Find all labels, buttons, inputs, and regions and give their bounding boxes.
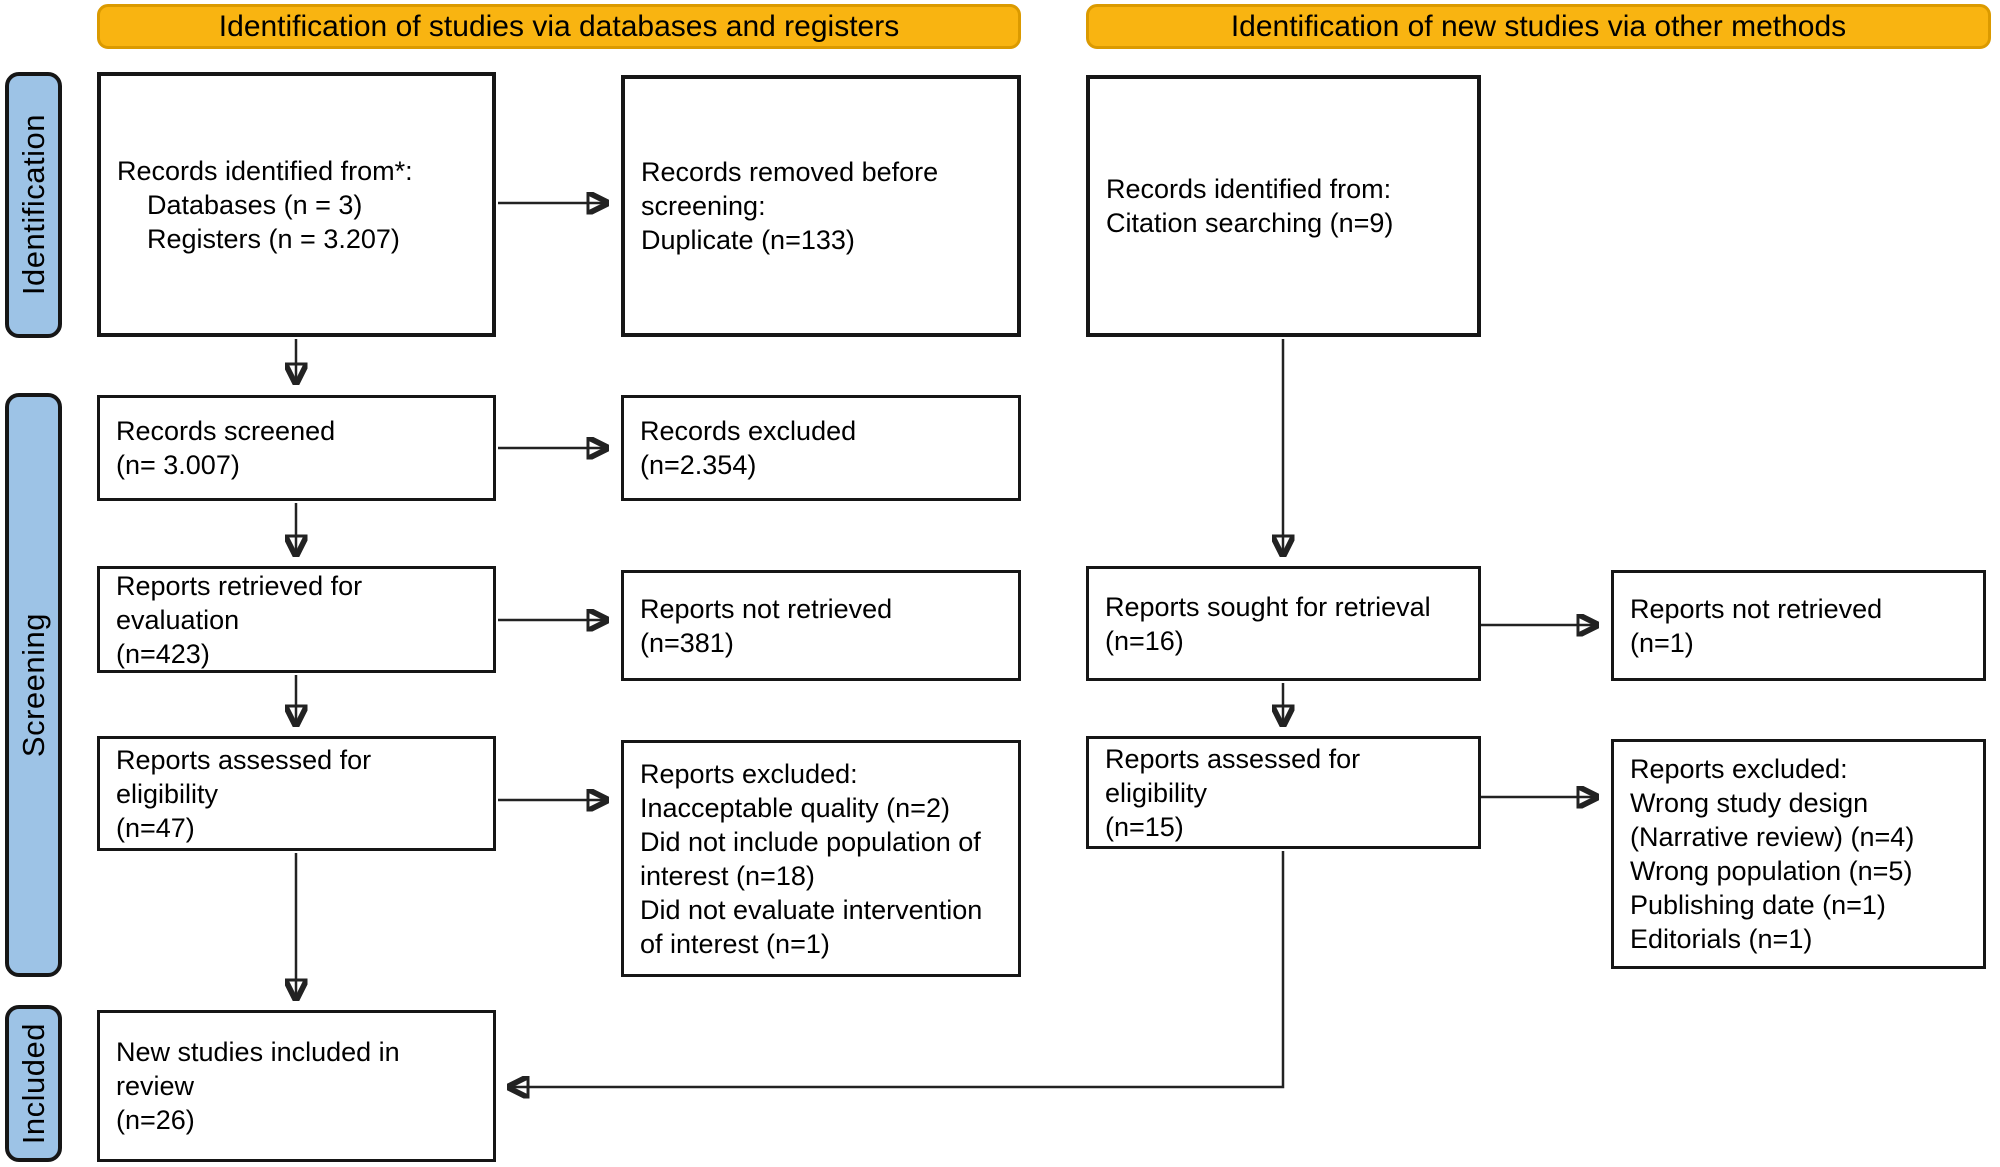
box-line: review [116, 1071, 195, 1101]
stage-included: Included [5, 1005, 62, 1162]
stage-screening-label: Screening [15, 612, 51, 758]
box-line: Wrong population (n=5) [1630, 856, 1913, 886]
box-line: Reports not retrieved [640, 593, 893, 624]
box-line: (n=1) [1630, 627, 1694, 658]
box-line: Reports assessed for [116, 744, 372, 775]
box-records-identified-databases: Records identified from*: Databases (n =… [97, 72, 496, 337]
box-line: eligibility [116, 778, 219, 809]
box-line: interest (n=18) [640, 860, 815, 891]
box-new-studies-included: New studies included in review (n=26) [97, 1010, 496, 1162]
box-line: Reports excluded: [1630, 754, 1848, 784]
box-line: eligibility [1105, 777, 1208, 808]
box-line: Reports sought for retrieval [1105, 591, 1431, 622]
box-reports-assessed-databases: Reports assessed for eligibility (n=47) [97, 736, 496, 851]
box-line: Citation searching (n=9) [1106, 208, 1394, 238]
box-line: Records excluded [640, 416, 857, 446]
box-reports-not-retrieved-other: Reports not retrieved (n=1) [1611, 570, 1986, 681]
box-line: Records screened [116, 416, 336, 446]
box-line: screening: [641, 191, 766, 221]
box-line: Records removed before [641, 157, 939, 187]
box-line: (n=2.354) [640, 450, 757, 480]
box-line: (n=26) [116, 1105, 195, 1135]
box-line: (n=15) [1105, 811, 1184, 842]
box-line: Editorials (n=1) [1630, 924, 1813, 954]
box-records-removed: Records removed before screening: Duplic… [621, 75, 1021, 337]
box-line: Reports excluded: [640, 758, 858, 789]
stage-screening: Screening [5, 393, 62, 977]
box-line: Reports not retrieved [1630, 593, 1883, 624]
banner-databases-registers-label: Identification of studies via databases … [218, 10, 900, 43]
box-records-screened: Records screened (n= 3.007) [97, 395, 496, 501]
box-line: (n=381) [640, 627, 734, 658]
banner-other-methods-label: Identification of new studies via other … [1230, 10, 1847, 43]
box-line: (n=423) [116, 638, 210, 669]
stage-identification: Identification [5, 72, 62, 338]
box-line: evaluation [116, 604, 240, 635]
box-line: Databases (n = 3) [147, 189, 363, 220]
banner-other-methods: Identification of new studies via other … [1086, 4, 1991, 49]
banner-databases-registers: Identification of studies via databases … [97, 4, 1021, 49]
arrow-assessed-other-to-included [510, 851, 1285, 1087]
box-line: (Narrative review) (n=4) [1630, 822, 1915, 852]
box-reports-not-retrieved-databases: Reports not retrieved (n=381) [621, 570, 1021, 681]
box-line: Duplicate (n=133) [641, 225, 855, 255]
box-line: Did not evaluate intervention [640, 894, 983, 925]
box-line: (n=16) [1105, 625, 1184, 656]
stage-identification-label: Identification [15, 114, 51, 296]
box-line: Reports assessed for [1105, 743, 1361, 774]
box-line: Records identified from: [1106, 174, 1392, 204]
box-line: Did not include population of [640, 826, 981, 857]
box-line: Reports retrieved for [116, 570, 363, 601]
box-line: (n= 3.007) [116, 450, 240, 480]
stage-included-label: Included [15, 1022, 51, 1145]
box-reports-retrieved: Reports retrieved for evaluation (n=423) [97, 566, 496, 673]
box-line: Registers (n = 3.207) [147, 223, 400, 254]
box-reports-assessed-other: Reports assessed for eligibility (n=15) [1086, 736, 1481, 849]
box-reports-sought: Reports sought for retrieval (n=16) [1086, 566, 1481, 681]
box-records-excluded: Records excluded (n=2.354) [621, 395, 1021, 501]
box-line: Records identified from*: [117, 155, 413, 186]
box-reports-excluded-other: Reports excluded: Wrong study design (Na… [1611, 739, 1986, 969]
box-line: (n=47) [116, 812, 195, 843]
box-reports-excluded-databases: Reports excluded: Inacceptable quality (… [621, 740, 1021, 977]
box-line: Wrong study design [1630, 788, 1869, 818]
box-line: Inacceptable quality (n=2) [640, 792, 950, 823]
box-line: of interest (n=1) [640, 928, 830, 959]
box-line: New studies included in [116, 1037, 400, 1067]
box-line: Publishing date (n=1) [1630, 890, 1886, 920]
box-records-identified-other: Records identified from: Citation search… [1086, 75, 1481, 337]
